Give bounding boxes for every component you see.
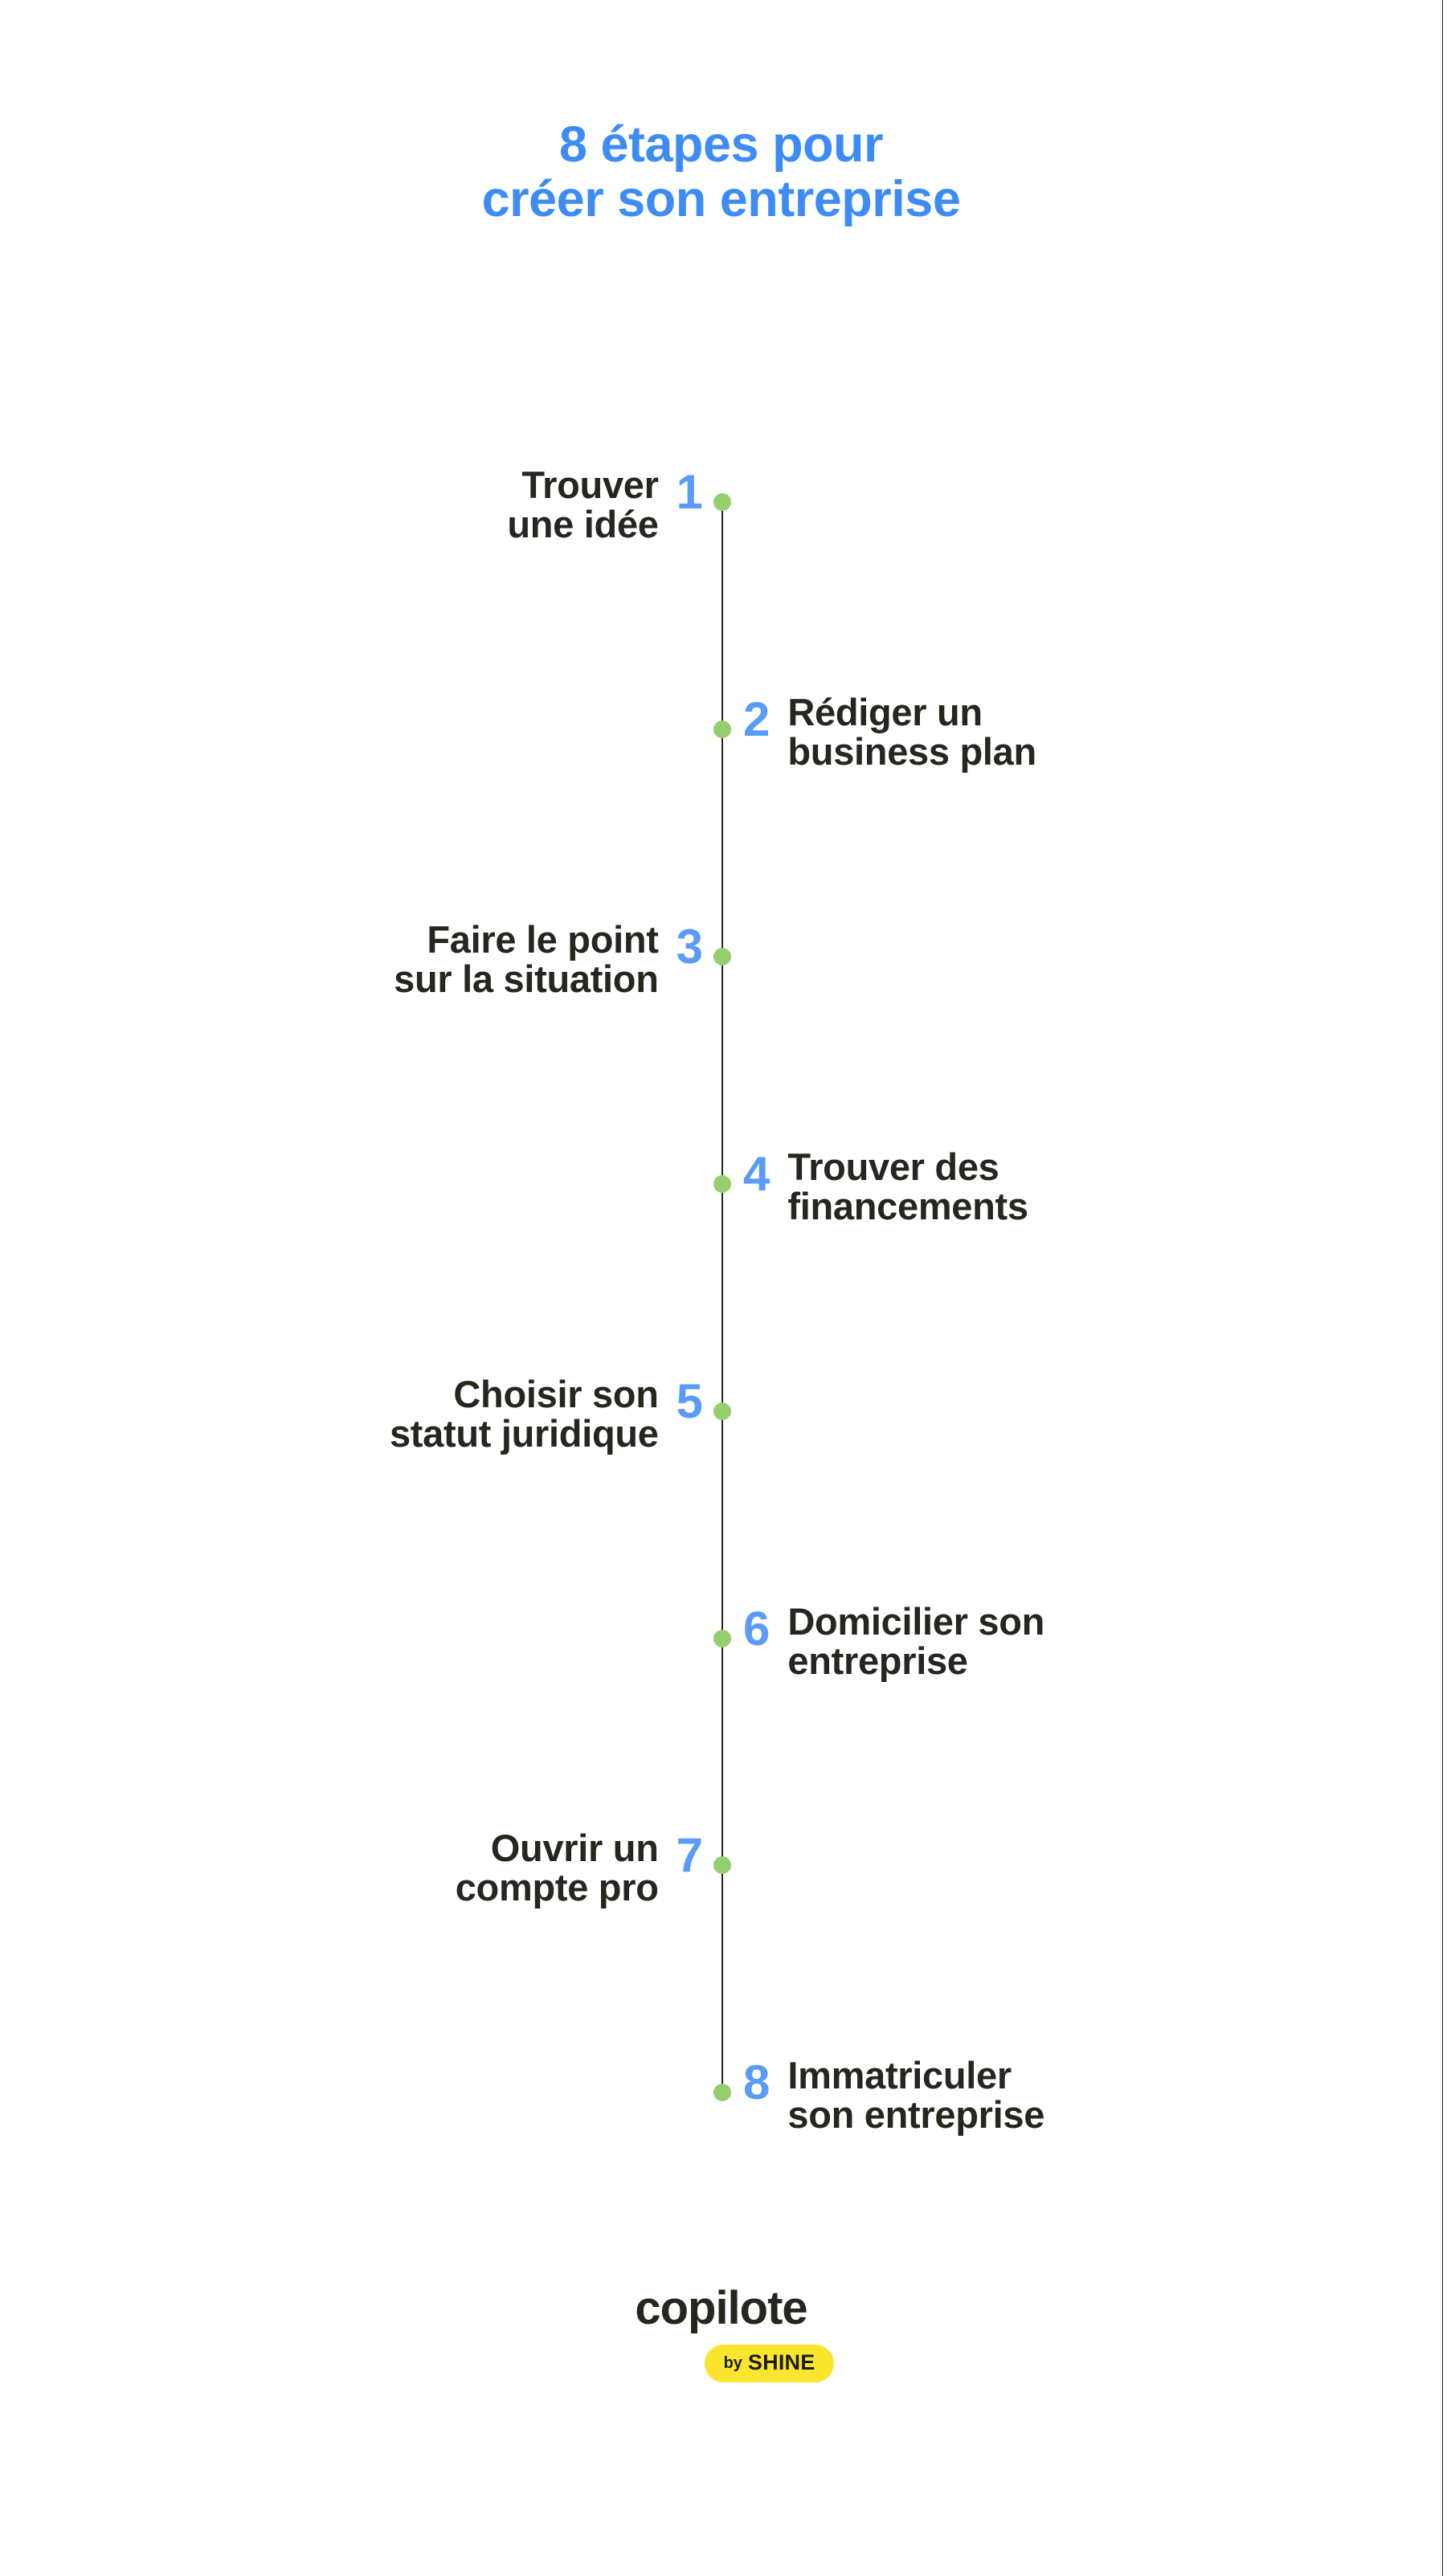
step-number: 7	[676, 1828, 703, 1882]
step-label: Trouver des financements	[787, 1145, 1028, 1228]
step-content-left: Ouvrir un compte pro 7	[456, 1828, 703, 1908]
timeline-dot-icon	[713, 1856, 731, 1874]
step-content-left: Faire le point sur la situation 3	[394, 920, 703, 999]
timeline-dot-icon	[713, 2084, 731, 2101]
step-content-right: 8 Immatriculer son entreprise	[743, 2055, 1044, 2135]
brand-footer: copilote by SHINE	[0, 2285, 1442, 2382]
poster-title: 8 étapes pour créer son entreprise	[0, 119, 1442, 226]
step-content-right: 4 Trouver des financements	[743, 1147, 1028, 1227]
step-number: 8	[743, 2055, 771, 2109]
timeline-dot-icon	[713, 948, 731, 965]
step-number: 5	[676, 1374, 703, 1428]
brand-badge: by SHINE	[704, 2345, 835, 2382]
step-label: Domicilier son entreprise	[787, 1600, 1045, 1683]
step-label: Trouver une idée	[507, 463, 659, 546]
title-line-2: créer son entreprise	[481, 171, 961, 228]
step-content-right: 2 Rédiger un business plan	[743, 692, 1036, 772]
timeline-dot-icon	[713, 1175, 731, 1193]
step-content-right: 6 Domicilier son entreprise	[743, 1602, 1044, 1681]
step-content-left: Choisir son statut juridique 5	[390, 1374, 703, 1454]
brand-badge-by: by	[723, 2354, 742, 2372]
step-label: Choisir son statut juridique	[389, 1373, 659, 1455]
step-number: 4	[743, 1147, 771, 1201]
step-label: Immatriculer son entreprise	[787, 2054, 1045, 2137]
timeline-dot-icon	[713, 493, 731, 511]
step-label: Rédiger un business plan	[787, 691, 1036, 774]
timeline-dot-icon	[713, 1630, 731, 1647]
right-edge-rule	[1442, 0, 1443, 2576]
step-number: 2	[743, 692, 771, 746]
timeline-spine	[721, 502, 723, 2092]
step-number: 6	[743, 1602, 771, 1655]
step-number: 3	[676, 920, 703, 974]
brand-name: copilote	[635, 2282, 807, 2334]
step-label: Ouvrir un compte pro	[455, 1827, 659, 1909]
timeline-dot-icon	[713, 721, 731, 738]
title-line-1: 8 étapes pour	[558, 116, 884, 173]
step-number: 1	[676, 465, 703, 519]
brand-badge-shine: SHINE	[747, 2350, 815, 2374]
step-label: Faire le point sur la situation	[394, 918, 659, 1001]
step-content-left: Trouver une idée 1	[507, 465, 703, 545]
timeline-dot-icon	[713, 1402, 731, 1420]
